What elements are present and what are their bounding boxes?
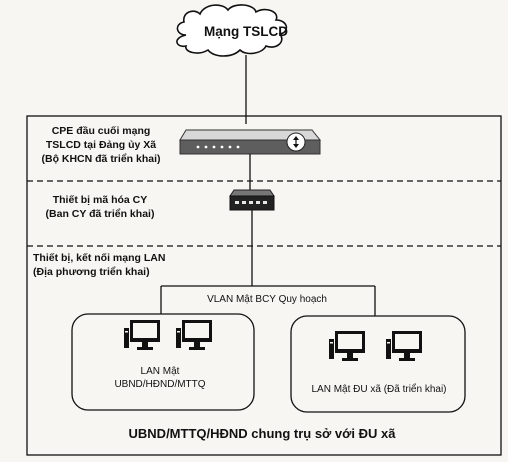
cpe-label-line1: CPE đầu cuối mạng xyxy=(51,125,151,137)
lan-section-label: Thiết bị, kết nối mạng LAN (Địa phương t… xyxy=(33,251,203,279)
desktop-computer-icon xyxy=(176,320,212,350)
lan-section-label-line2: (Địa phương triển khai) xyxy=(33,266,150,278)
network-switch-icon xyxy=(229,189,275,211)
lan-left-label-line2: UBND/HĐND/MTTQ xyxy=(114,379,206,390)
lan-left-box xyxy=(71,313,255,411)
router-icon xyxy=(179,129,322,155)
lan-right-label: LAN Mật ĐU xã (Đã triển khai) xyxy=(311,384,447,395)
cloud-icon xyxy=(176,4,288,57)
cpe-label: CPE đầu cuối mạng TSLCD tại Đảng ủy Xã (… xyxy=(32,124,170,166)
footer-label: UBND/MTTQ/HĐND chung trụ sở với ĐU xã xyxy=(128,426,396,441)
cloud-label: Mạng TSLCD xyxy=(204,24,288,39)
lan-left-label-line1: LAN Mật xyxy=(140,366,180,377)
site-boundary xyxy=(26,115,502,456)
desktop-computer-icon xyxy=(124,320,160,350)
cpe-label-line2: TSLCD tại Đảng ủy Xã xyxy=(45,139,157,151)
desktop-computer-icon xyxy=(329,331,365,361)
encryptor-label-line1: Thiết bị mã hóa CY xyxy=(52,194,148,206)
encryptor-label: Thiết bị mã hóa CY (Ban CY đã triển khai… xyxy=(30,193,170,221)
desktop-computer-icon xyxy=(386,331,422,361)
cpe-label-line3: (Bộ KHCN đã triển khai) xyxy=(41,153,161,165)
lan-section-label-line1: Thiết bị, kết nối mạng LAN xyxy=(33,252,166,264)
encryptor-label-line2: (Ban CY đã triển khai) xyxy=(45,208,155,220)
lan-right-box xyxy=(290,315,466,413)
lan-left-label: LAN Mật UBND/HĐND/MTTQ xyxy=(100,365,220,391)
vlan-label: VLAN Mật BCY Quy hoạch xyxy=(207,294,327,305)
